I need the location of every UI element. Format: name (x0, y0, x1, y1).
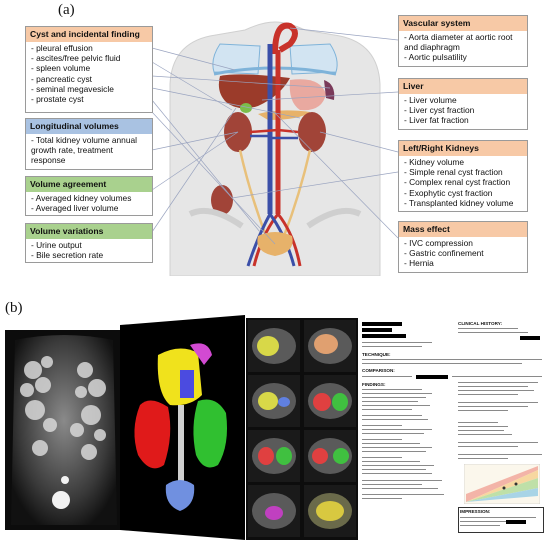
list-item: IVC compression (404, 238, 523, 248)
list-item: Liver fat fraction (404, 115, 523, 125)
report-impression-heading: IMPRESSION: (460, 509, 491, 514)
list-item: spleen volume (31, 63, 148, 73)
box-title: Mass effect (399, 222, 527, 237)
list-item: Gastric confinement (404, 248, 523, 258)
list-item: pancreatic cyst (31, 74, 148, 84)
list-item: seminal megavesicle (31, 84, 148, 94)
box-kidneys: Left/Right Kidneys Kidney volume Simple … (398, 140, 528, 212)
panel-b-label: (b) (5, 300, 23, 316)
box-cyst-incidental: Cyst and incidental finding pleural effu… (25, 26, 153, 113)
box-title: Vascular system (399, 16, 527, 31)
box-title: Longitudinal volumes (26, 119, 152, 134)
list-item: Transplanted kidney volume (404, 198, 523, 208)
growth-curve-chart (464, 464, 540, 504)
report-page: CLINICAL HISTORY: TECHNIQUE: COMPARISON:… (360, 318, 548, 540)
axial-slice-grid (246, 318, 358, 540)
list-item: Urine output (31, 240, 148, 250)
list-item: Kidney volume (404, 157, 523, 167)
list-item: Hernia (404, 258, 523, 268)
box-title: Volume agreement (26, 177, 152, 192)
list-item: ascites/free pelvic fluid (31, 53, 148, 63)
list-item: prostate cyst (31, 94, 148, 104)
report-technique-heading: TECHNIQUE: (362, 352, 391, 357)
list-item: Liver cyst fraction (404, 105, 523, 115)
list-item: pleural effusion (31, 43, 148, 53)
connector-lines (151, 27, 399, 245)
list-item: Aorta diameter at aortic root and diaphr… (404, 32, 523, 52)
box-liver: Liver Liver volume Liver cyst fraction L… (398, 78, 528, 130)
box-title: Cyst and incidental finding (26, 27, 152, 42)
report-clinical-history-heading: CLINICAL HISTORY: (458, 321, 502, 326)
list-item: Simple renal cyst fraction (404, 167, 523, 177)
report-findings-heading: FINDINGS: (362, 382, 386, 387)
list-item: Averaged liver volume (31, 203, 148, 213)
box-volume-agreement: Volume agreement Averaged kidney volumes… (25, 176, 153, 216)
list-item: Bile secretion rate (31, 250, 148, 260)
box-title: Left/Right Kidneys (399, 141, 527, 156)
box-volume-variations: Volume variations Urine output Bile secr… (25, 223, 153, 263)
mri-coronal-image (5, 330, 123, 530)
list-item: Total kidney volume annual growth rate, … (31, 135, 148, 166)
list-item: Exophytic cyst fraction (404, 188, 523, 198)
box-vascular-system: Vascular system Aorta diameter at aortic… (398, 15, 528, 67)
report-comparison-heading: COMPARISON: (362, 368, 395, 373)
box-mass-effect: Mass effect IVC compression Gastric conf… (398, 221, 528, 273)
box-title: Volume variations (26, 224, 152, 239)
panel-a-label: (a) (58, 2, 75, 18)
list-item: Liver volume (404, 95, 523, 105)
box-longitudinal-volumes: Longitudinal volumes Total kidney volume… (25, 118, 153, 170)
list-item: Complex renal cyst fraction (404, 177, 523, 187)
segmentation-3d-render (120, 315, 245, 540)
box-title: Liver (399, 79, 527, 94)
list-item: Aortic pulsatility (404, 52, 523, 62)
list-item: Averaged kidney volumes (31, 193, 148, 203)
anatomy-illustration (169, 21, 381, 276)
